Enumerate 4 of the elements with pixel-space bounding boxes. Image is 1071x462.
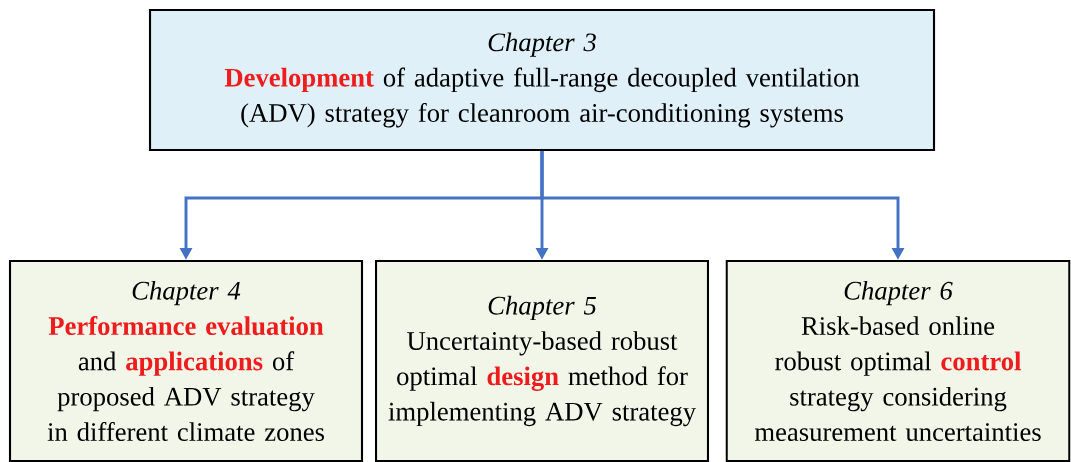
chapter-box: Chapter 5 Uncertainty-based robust optimal design method for implementing ADV strategy [374,259,710,462]
chapter-box: Chapter 4 Performance evaluation and applications of proposed ADV strategy in different climate zones [8,259,364,462]
chapter-box: Chapter 3 Development of adaptive full-range decoupled ventilation (ADV) strategy for cleanroom air-conditioning systems [148,8,936,152]
chapter-box: Chapter 6 Risk-based online robust optimal control strategy considering measurement uncertainties [725,259,1071,462]
